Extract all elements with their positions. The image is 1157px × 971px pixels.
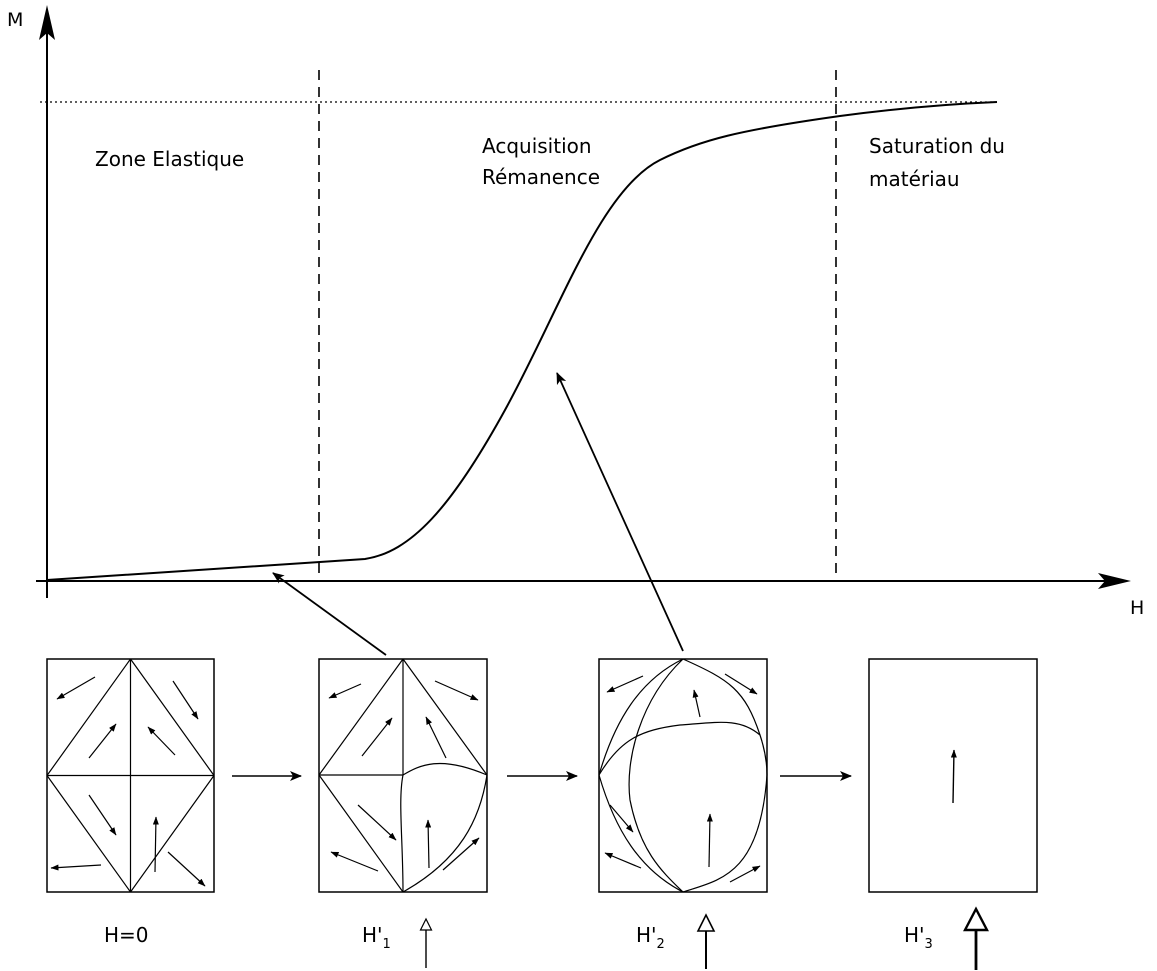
domain-box-h1 [318, 658, 488, 893]
field-label-h0: H=0 [104, 923, 149, 947]
domain-box-h3 [868, 658, 1038, 893]
x-axis-arrowhead [1098, 573, 1131, 589]
applied-field-arrow-1 [419, 917, 433, 968]
y-axis-label: M [7, 9, 23, 31]
field-label-h3: H'3 [904, 923, 933, 952]
magnetization-curve [46, 101, 998, 581]
field-label-h2: H'2 [636, 923, 665, 952]
x-axis-label: H [1130, 597, 1144, 619]
domain-box-h2 [598, 658, 768, 893]
field-label-h1: H'1 [362, 923, 391, 952]
applied-field-arrow-2 [696, 913, 716, 969]
zone-label-remanence: Acquisition Rémanence [482, 134, 600, 189]
domain-box-h0 [46, 658, 215, 893]
axes: M H [7, 5, 1144, 619]
zone-label-elastic: Zone Elastique [95, 147, 244, 171]
applied-field-arrow-3 [963, 906, 989, 970]
pointer-arrow-to-elastic [272, 572, 387, 656]
pointer-arrow-to-remanence [556, 372, 684, 652]
zone-label-saturation: Saturation du matériau [869, 134, 1011, 191]
y-axis-arrowhead [39, 5, 55, 40]
